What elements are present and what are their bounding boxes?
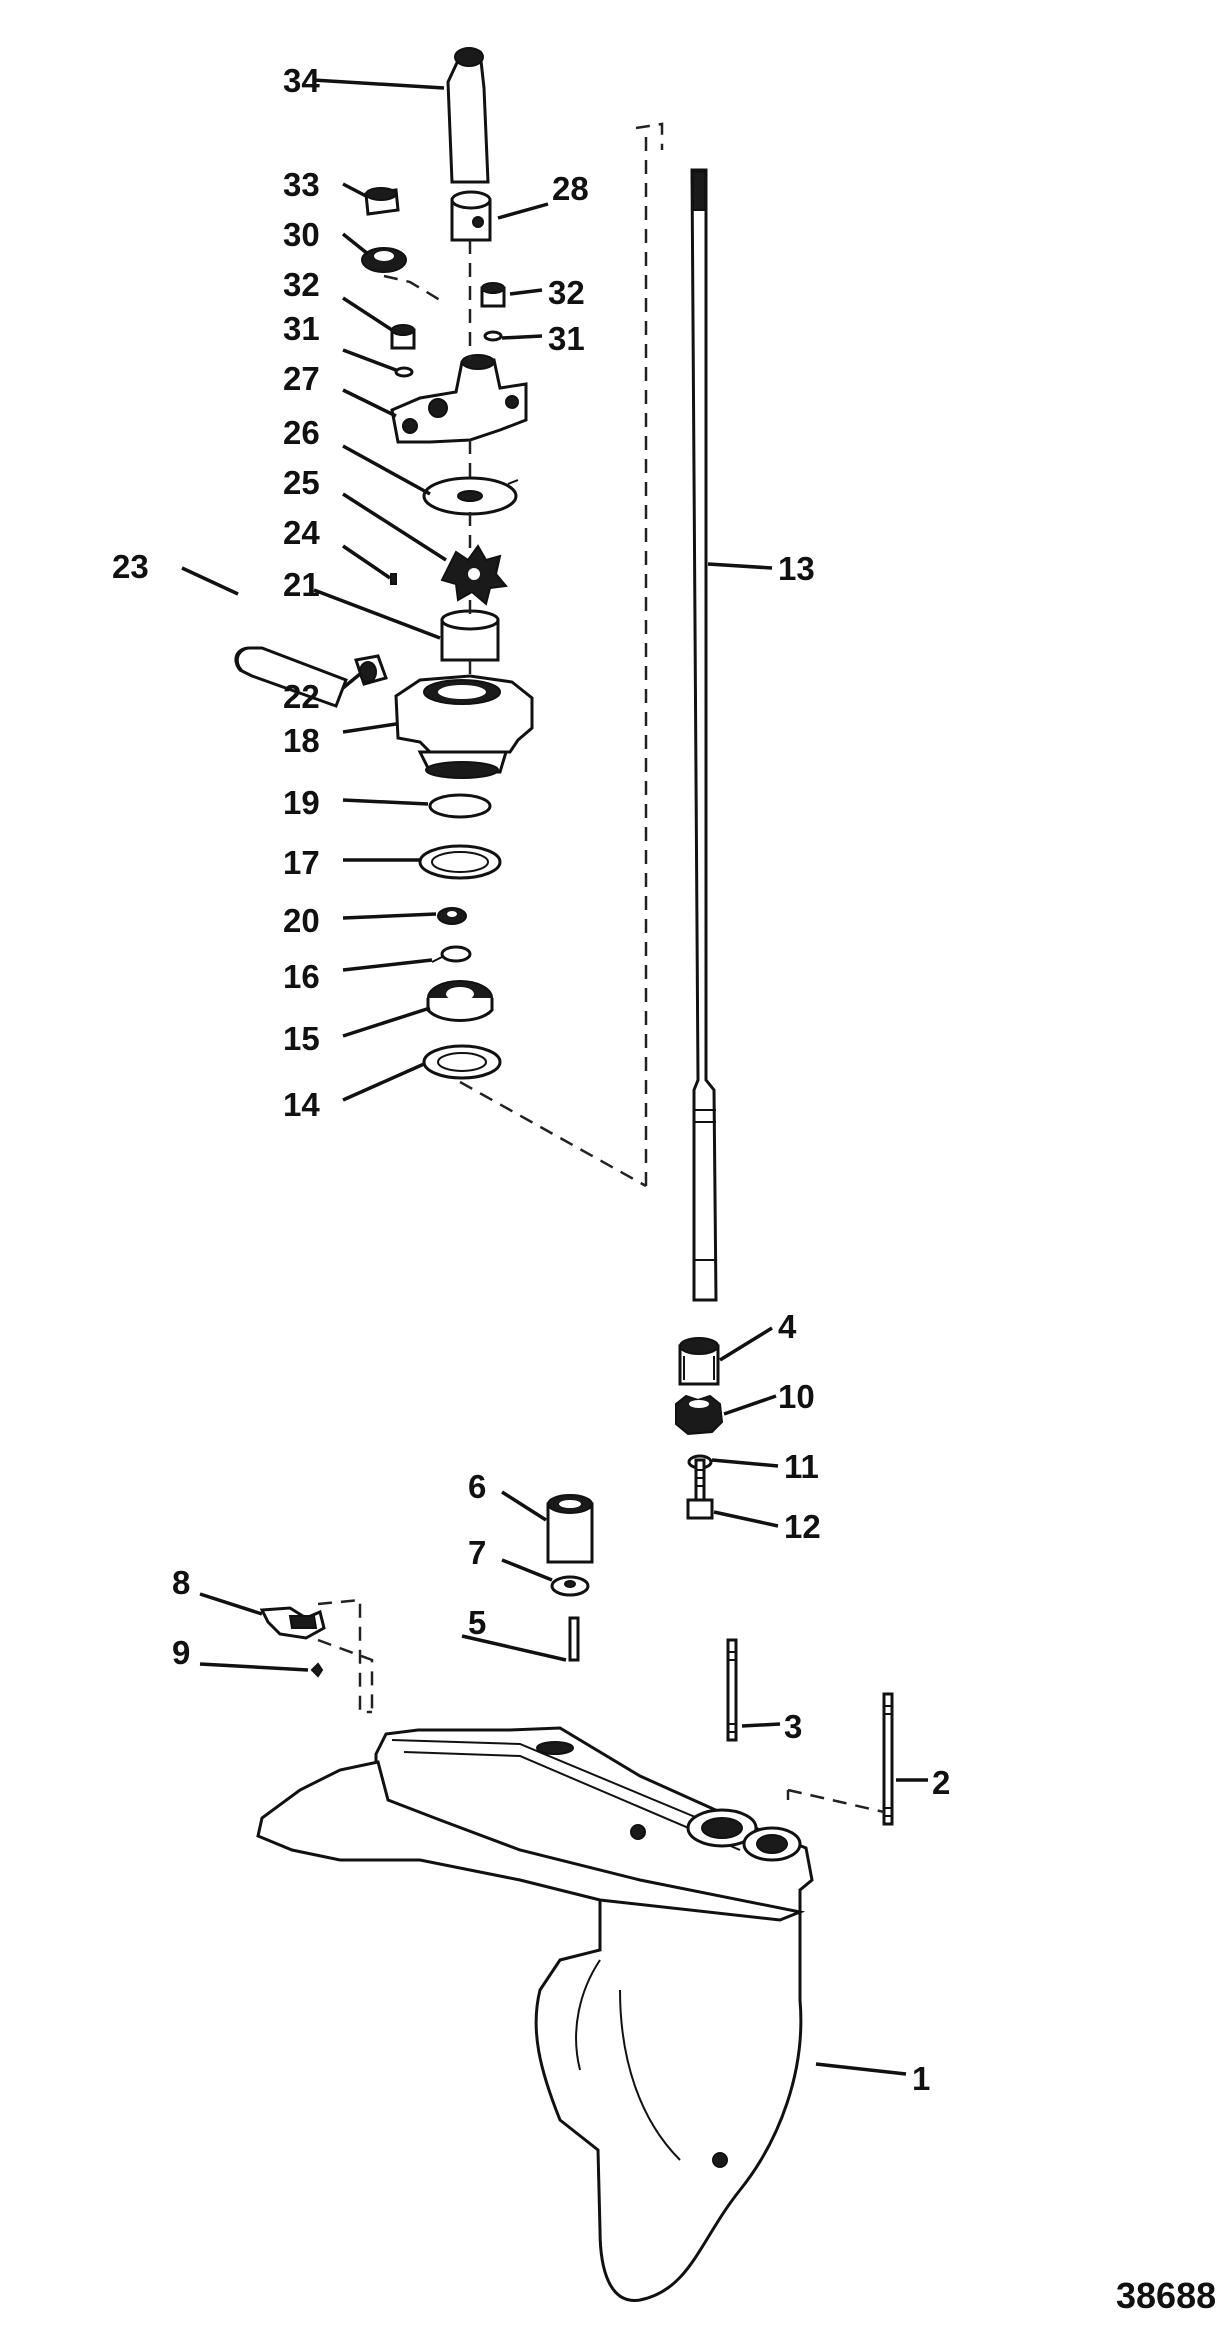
dowel-pin	[568, 1616, 580, 1662]
callout-labels: 34 28 33 30 32 31 27 26 25 24 23 21 22 1…	[112, 62, 950, 2097]
callout-34: 34	[283, 62, 320, 99]
bearing	[678, 1337, 720, 1386]
callout-16: 16	[283, 958, 320, 995]
trim-tab	[259, 1606, 326, 1640]
callout-31-right: 31	[548, 320, 585, 357]
gasket-17	[418, 844, 502, 880]
callout-26: 26	[283, 414, 320, 451]
stud-2	[882, 1692, 894, 1826]
callout-30: 30	[283, 216, 320, 253]
grommet-22	[354, 654, 388, 686]
callout-32-left: 32	[283, 266, 320, 303]
callout-19: 19	[283, 784, 320, 821]
retaining-ring	[431, 945, 472, 963]
callout-28: 28	[552, 170, 589, 207]
trim-tab-screw	[310, 1662, 324, 1678]
impeller	[440, 544, 508, 606]
figure-number: 38688	[1116, 2275, 1216, 2316]
drive-shaft	[690, 168, 718, 1302]
assembly-guide-lines	[317, 122, 885, 1814]
parts-artwork	[234, 47, 894, 2302]
callout-2: 2	[932, 1764, 950, 1801]
washer-20	[437, 907, 467, 925]
callout-15: 15	[283, 1020, 320, 1057]
gasket-14	[422, 1044, 502, 1080]
callout-1: 1	[912, 2060, 930, 2097]
nut-33	[364, 187, 400, 216]
callout-13: 13	[778, 550, 815, 587]
callout-14: 14	[283, 1086, 320, 1123]
callout-17: 17	[283, 844, 320, 881]
face-plate	[422, 476, 519, 516]
pinion-bolt	[686, 1458, 714, 1520]
callout-24: 24	[283, 514, 320, 551]
callout-12: 12	[784, 1508, 821, 1545]
impeller-insert	[440, 609, 500, 662]
callout-23: 23	[112, 548, 149, 585]
callout-20: 20	[283, 902, 320, 939]
gear-housing	[256, 1726, 814, 2302]
washer-7	[550, 1575, 590, 1597]
callout-25: 25	[283, 464, 320, 501]
callout-31-left: 31	[283, 310, 320, 347]
callout-22: 22	[283, 678, 320, 715]
water-tube-elbow	[234, 646, 348, 708]
callout-27: 27	[283, 360, 320, 397]
water-pump-housing	[390, 354, 528, 444]
callout-18: 18	[283, 722, 320, 759]
stud-3	[726, 1638, 738, 1742]
callout-9: 9	[172, 1634, 190, 1671]
oil-seal-carrier	[426, 980, 494, 1022]
callout-21: 21	[283, 566, 320, 603]
callout-11: 11	[784, 1448, 819, 1485]
leader-lines	[181, 78, 928, 2076]
pump-base	[394, 674, 534, 779]
nut-washer-right	[480, 282, 506, 342]
pinion-gear	[675, 1394, 724, 1436]
callout-32-right: 32	[548, 274, 585, 311]
callout-4: 4	[778, 1308, 797, 1345]
bushing	[546, 1494, 594, 1564]
o-ring-19	[428, 793, 492, 819]
callout-33: 33	[283, 166, 320, 203]
callout-7: 7	[468, 1534, 486, 1571]
callout-8: 8	[172, 1564, 190, 1601]
callout-3: 3	[784, 1708, 802, 1745]
impeller-key	[390, 573, 397, 585]
callout-6: 6	[468, 1468, 486, 1505]
seal-30	[361, 247, 407, 273]
callout-10: 10	[778, 1378, 815, 1415]
tube-seal	[450, 190, 492, 242]
callout-5: 5	[468, 1604, 486, 1641]
water-tube	[446, 47, 490, 184]
nut-washer-left	[390, 324, 416, 378]
